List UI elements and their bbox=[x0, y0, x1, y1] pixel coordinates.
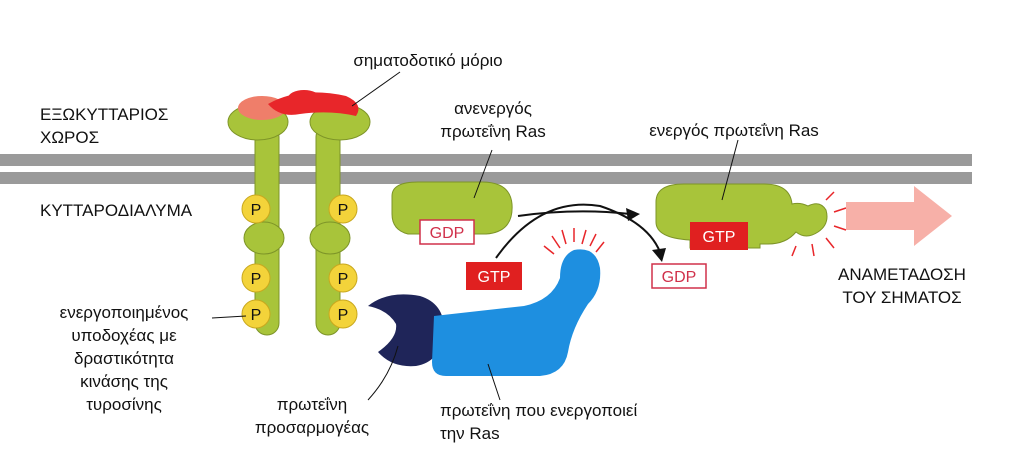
label-extracellular-2: ΧΩΡΟΣ bbox=[40, 128, 99, 147]
activator-activity-lines bbox=[543, 228, 605, 255]
adaptor-protein bbox=[368, 294, 445, 367]
phosphate-right-2: P bbox=[328, 263, 358, 293]
label-active-ras: ενεργός πρωτεΐνη Ras bbox=[649, 121, 819, 140]
label-receptor-4: κινάσης της bbox=[80, 372, 168, 391]
membrane-outer-band bbox=[0, 154, 972, 166]
ras-activator-protein bbox=[432, 249, 601, 376]
signal-relay-arrow bbox=[846, 186, 952, 246]
svg-text:GTP: GTP bbox=[478, 269, 511, 286]
label-relay-2: ΤΟΥ ΣΗΜΑΤΟΣ bbox=[842, 288, 961, 307]
leader-lines bbox=[211, 71, 739, 401]
gdp-box-released bbox=[651, 263, 707, 289]
phosphate-left-2: P bbox=[241, 263, 271, 293]
label-extracellular-1: ΕΞΩΚΥΤΤΑΡΙΟΣ bbox=[40, 105, 168, 124]
svg-text:GDP: GDP bbox=[662, 269, 697, 286]
signal-molecule bbox=[238, 90, 359, 120]
active-ras-activity-lines bbox=[791, 191, 847, 257]
phosphate-left-1: P bbox=[241, 194, 271, 224]
svg-text:P: P bbox=[338, 202, 349, 219]
phosphate-right-3: P bbox=[328, 299, 358, 329]
label-activator-1: πρωτεΐνη που ενεργοποιεί bbox=[440, 401, 637, 420]
svg-text:GTP: GTP bbox=[703, 229, 736, 246]
label-receptor-3: δραστικότητα bbox=[74, 349, 174, 368]
label-inactive-ras-2: πρωτεΐνη Ras bbox=[440, 122, 545, 141]
label-adaptor-1: πρωτεΐνη bbox=[277, 395, 347, 414]
svg-text:P: P bbox=[338, 307, 349, 324]
label-activator-2: την Ras bbox=[440, 424, 500, 443]
label-cytosol: ΚΥΤΤΑΡΟΔΙΑΛΥΜΑ bbox=[40, 201, 193, 220]
label-inactive-ras-1: ανενεργός bbox=[454, 99, 532, 118]
label-relay-1: ΑΝΑΜΕΤΑΔΟΣΗ bbox=[838, 265, 966, 284]
exchange-arrows bbox=[495, 203, 661, 259]
gdp-box-inactive bbox=[419, 219, 475, 245]
label-signal-molecule: σηματοδοτικό μόριο bbox=[353, 51, 502, 70]
arrow-head-to-active bbox=[626, 208, 640, 221]
arrow-head-gdp-release bbox=[652, 248, 666, 262]
label-receptor-5: τυροσίνης bbox=[86, 395, 162, 414]
phosphate-left-3: P bbox=[241, 299, 271, 329]
label-adaptor-2: προσαρμογέας bbox=[255, 418, 369, 437]
label-receptor-1: ενεργοποιημένος bbox=[60, 303, 189, 322]
gtp-box-active bbox=[690, 222, 748, 250]
gtp-box-incoming bbox=[466, 262, 522, 290]
label-receptor-2: υποδοχέας με bbox=[71, 326, 177, 345]
svg-text:GDP: GDP bbox=[430, 225, 465, 242]
svg-text:P: P bbox=[338, 271, 349, 288]
phosphate-right-1: P bbox=[328, 194, 358, 224]
svg-text:P: P bbox=[251, 307, 262, 324]
svg-text:P: P bbox=[251, 271, 262, 288]
svg-text:P: P bbox=[251, 202, 262, 219]
